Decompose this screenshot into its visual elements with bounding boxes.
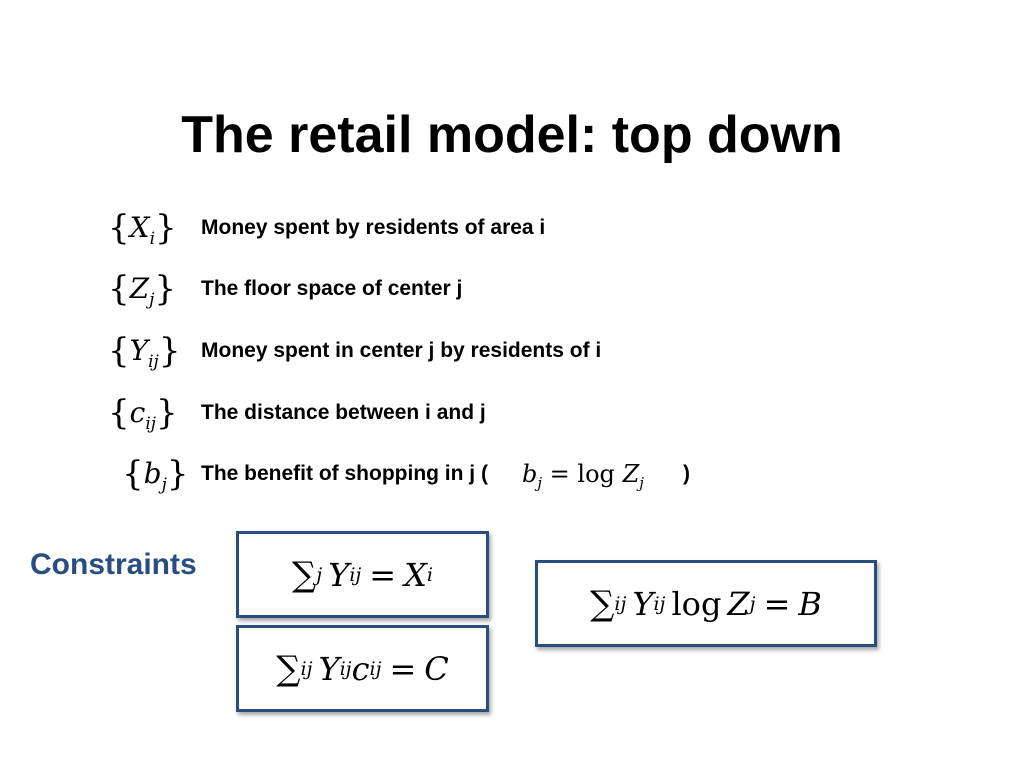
slide-title: The retail model: top down [181, 106, 843, 164]
benefit-formula: bj = log Zj [522, 460, 644, 492]
definition-text: Money spent in center j by residents of … [201, 339, 602, 362]
closing-paren: ) [683, 462, 690, 485]
definition-text: The benefit of shopping in j ( [201, 462, 488, 485]
constraints-label: Constraints [30, 548, 197, 581]
symbol-z-j: {Zj} [108, 269, 177, 310]
symbol-x-i: {Xi} [108, 208, 177, 249]
symbol-c-ij: {cij} [108, 393, 178, 434]
definition-text: The distance between i and j [201, 401, 486, 424]
definition-text: Money spent by residents of area i [201, 216, 546, 239]
symbol-y-ij: {Yij} [108, 331, 181, 372]
definition-text: The floor space of center j [201, 277, 463, 300]
symbol-b-j: {bj} [122, 454, 189, 495]
